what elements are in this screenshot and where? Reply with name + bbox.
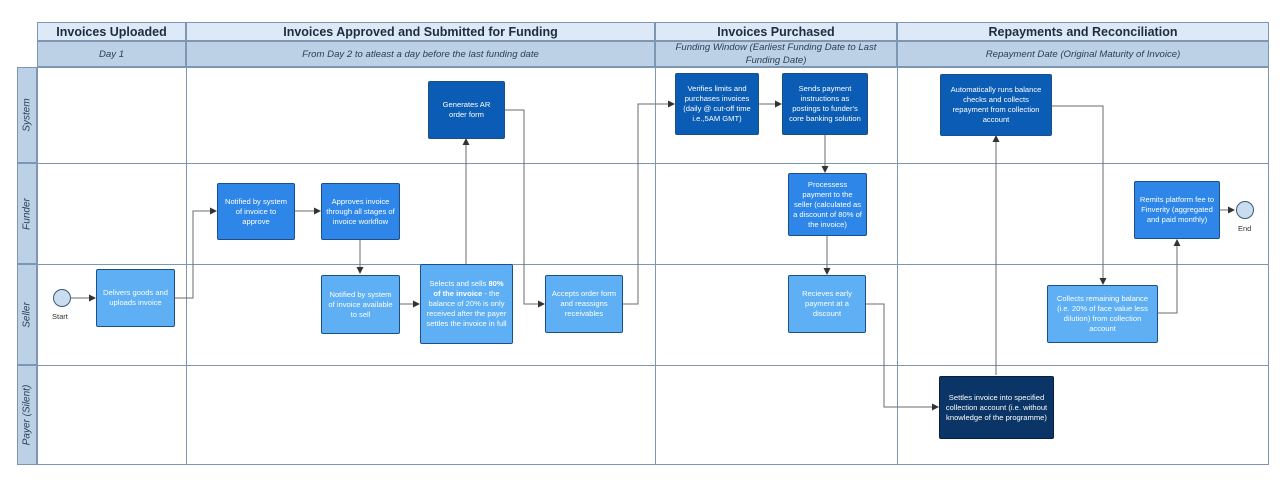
- task-processes-payment: Processess payment to the seller (calcul…: [788, 173, 867, 236]
- lane-label-seller: Seller: [17, 264, 37, 365]
- task-collects-remaining: Collects remaining balance (i.e. 20% of …: [1047, 285, 1158, 343]
- swimlane-grid: [37, 67, 1269, 465]
- task-sells-invoice-text: Selects and sells 80% of the invoice - t…: [425, 279, 508, 329]
- end-event-circle: [1236, 201, 1254, 219]
- task-auto-balance: Automatically runs balance checks and co…: [940, 74, 1052, 136]
- phase-header-purchased: Invoices Purchased: [655, 22, 897, 41]
- phase-header-repayments: Repayments and Reconciliation: [897, 22, 1269, 41]
- task-approves-invoice: Approves invoice through all stages of i…: [321, 183, 400, 240]
- phase-divider: [186, 67, 187, 465]
- task-verifies-limits: Verifies limits and purchases invoices (…: [675, 73, 759, 135]
- task-generates-ar: Generates AR order form: [428, 81, 505, 139]
- task-collects-remaining-text: Collects remaining balance (i.e. 20% of …: [1056, 294, 1149, 333]
- task-settles-invoice-text: Settles invoice into specified collectio…: [945, 392, 1048, 422]
- lane-label-payer: Payer (Silent): [17, 365, 37, 465]
- lane-divider: [37, 163, 1269, 164]
- task-accepts-order-text: Accepts order form and reassigns receiva…: [551, 289, 617, 318]
- phase-divider: [655, 67, 656, 465]
- lane-label-funder: Funder: [17, 163, 37, 264]
- task-settles-invoice: Settles invoice into specified collectio…: [939, 376, 1054, 439]
- lane-divider: [37, 264, 1269, 265]
- phase-subheader-approved: From Day 2 to atleast a day before the l…: [186, 41, 655, 67]
- task-early-payment-text: Recieves early payment at a discount: [802, 289, 852, 318]
- task-sells-invoice-text-post: - the balance of 20% is only received af…: [426, 289, 507, 328]
- task-notified-sell-text: Notified by system of invoice available …: [328, 289, 393, 319]
- phase-header-uploaded: Invoices Uploaded: [37, 22, 186, 41]
- phase-divider: [897, 67, 898, 465]
- task-sells-invoice-text-bold: 80% of the invoice: [433, 279, 504, 298]
- task-sells-invoice-text-pre: Selects and sells: [429, 279, 489, 288]
- lane-label-system: System: [17, 67, 37, 163]
- lane-divider: [37, 365, 1269, 366]
- task-verifies-limits-text: Verifies limits and purchases invoices (…: [683, 84, 751, 123]
- task-delivers-goods-text: Delivers goods and uploads invoice: [102, 288, 168, 307]
- task-notified-approve-text: Notified by system of invoice to approve: [224, 196, 288, 226]
- task-approves-invoice-text: Approves invoice through all stages of i…: [326, 196, 395, 226]
- task-notified-sell: Notified by system of invoice available …: [321, 275, 400, 334]
- start-label: Start: [52, 312, 68, 321]
- task-early-payment: Recieves early payment at a discount: [788, 275, 866, 333]
- phase-subheader-repayments: Repayment Date (Original Maturity of Inv…: [897, 41, 1269, 67]
- phase-header-approved: Invoices Approved and Submitted for Fund…: [186, 22, 655, 41]
- phase-subheader-uploaded: Day 1: [37, 41, 186, 67]
- task-remits-fee: Remits platform fee to Finverity (aggreg…: [1134, 181, 1220, 239]
- task-remits-fee-text: Remits platform fee to Finverity (aggreg…: [1139, 195, 1215, 224]
- task-processes-payment-text: Processess payment to the seller (calcul…: [793, 179, 862, 229]
- task-sends-payment-text: Sends payment instructions as postings t…: [789, 84, 861, 123]
- task-sells-invoice: Selects and sells 80% of the invoice - t…: [420, 264, 513, 344]
- task-delivers-goods: Delivers goods and uploads invoice: [96, 269, 175, 327]
- task-generates-ar-text: Generates AR order form: [442, 100, 491, 119]
- task-accepts-order: Accepts order form and reassigns receiva…: [545, 275, 623, 333]
- task-notified-approve: Notified by system of invoice to approve: [217, 183, 295, 240]
- phase-subheader-purchased: Funding Window (Earliest Funding Date to…: [655, 41, 897, 67]
- task-sends-payment: Sends payment instructions as postings t…: [782, 73, 868, 135]
- start-event-circle: [53, 289, 71, 307]
- task-auto-balance-text: Automatically runs balance checks and co…: [950, 85, 1042, 124]
- end-label: End: [1238, 224, 1252, 233]
